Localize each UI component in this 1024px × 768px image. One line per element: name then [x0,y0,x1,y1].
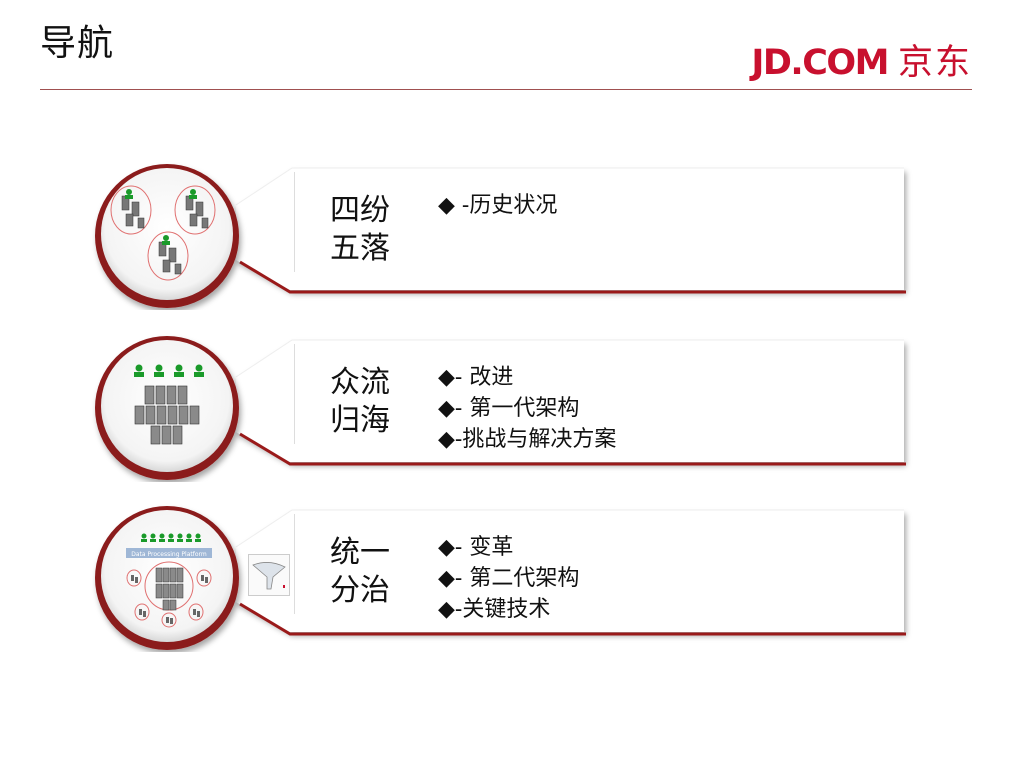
section-2-bullets: ◆- 改进 ◆- 第一代架构 ◆-挑战与解决方案 [438,362,616,455]
header-divider [40,89,972,90]
logo-chinese: 京东 [897,43,972,83]
page-title: 导航 [40,23,115,64]
section-3-divider [294,514,295,614]
logo-latin: JD.COM [751,43,889,83]
platform-label: Data Processing Platform [131,551,207,558]
bullet-item: ◆- 第二代架构 [438,566,580,591]
bullet-item: ◆- 第一代架构 [438,396,580,421]
section-2-heading: 众流 归海 [330,364,390,440]
section-2-heading-line2: 归海 [330,403,390,438]
section-1-banner [95,164,906,308]
funnel-icon [252,562,286,590]
data-platform-icon: Data Processing Platform [126,533,212,628]
section-1-bullets: ◆ -历史状况 [438,190,557,221]
section-3-heading-line1: 统一 [330,535,390,570]
bullet-item: ◆ -历史状况 [438,193,558,218]
section-2-divider [294,344,295,444]
section-1-heading-line2: 五落 [330,231,390,266]
section-3-heading-line2: 分治 [330,573,390,608]
section-1: 四纷 五落 ◆ -历史状况 [0,160,1024,310]
section-3-heading: 统一 分治 [330,534,390,610]
server-rack-icon [134,364,204,445]
section-1-heading-line1: 四纷 [330,193,390,228]
section-1-divider [294,172,295,272]
section-2: 众流 归海 ◆- 改进 ◆- 第一代架构 ◆-挑战与解决方案 [0,332,1024,482]
server-clusters-icon [110,185,216,281]
bullet-item: ◆-关键技术 [438,597,551,622]
section-3-bullets: ◆- 变革 ◆- 第二代架构 ◆-关键技术 [438,532,579,625]
bullet-item: ◆- 改进 [438,365,514,390]
section-3: Data Processing Platform 统一 分治 ◆- 变革 [0,502,1024,652]
thumbnail-image [248,554,290,596]
bullet-item: ◆-挑战与解决方案 [438,427,617,452]
section-1-heading: 四纷 五落 [330,192,390,268]
section-2-heading-line1: 众流 [330,365,390,400]
bullet-item: ◆- 变革 [438,535,514,560]
